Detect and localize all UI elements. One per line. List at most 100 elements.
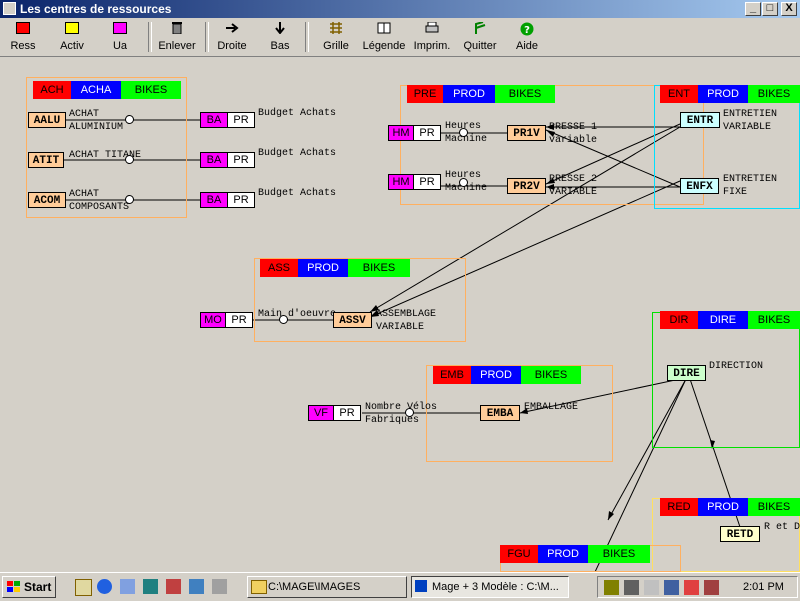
- group-header-pre[interactable]: PRE PROD BIKES: [407, 85, 555, 103]
- connector-handle[interactable]: [459, 128, 468, 137]
- app-icon: [415, 580, 427, 592]
- resource-ba[interactable]: BA PR: [200, 192, 255, 208]
- group-header-ent[interactable]: ENT PROD BIKES: [660, 85, 800, 103]
- driver-label: Budget Achats: [258, 188, 337, 199]
- book-icon: [377, 22, 391, 34]
- connector-handle[interactable]: [405, 408, 414, 417]
- network-error-icon[interactable]: [684, 580, 699, 595]
- node-label: COMPOSANTS: [69, 202, 130, 213]
- group-header-emb[interactable]: EMB PROD BIKES: [433, 366, 581, 384]
- node-acom[interactable]: ACOM: [28, 192, 66, 208]
- node-label: PRESSE 1: [549, 122, 598, 133]
- group-frame-emb: [426, 365, 613, 462]
- node-label: ASSEMBLAGE: [376, 309, 437, 320]
- node-assv[interactable]: ASSV: [333, 312, 372, 328]
- legende-button[interactable]: Légende: [360, 20, 408, 54]
- connector-handle[interactable]: [279, 315, 288, 324]
- connector-handle[interactable]: [459, 178, 468, 187]
- ress-button[interactable]: Ress: [4, 20, 42, 54]
- connector-handle[interactable]: [125, 195, 134, 204]
- start-button[interactable]: Start: [2, 576, 56, 598]
- node-label: VARIABLE: [376, 322, 425, 333]
- node-emba[interactable]: EMBA: [480, 405, 520, 421]
- toolbar-separator: [305, 22, 309, 52]
- driver-label: Nombre Vélos: [365, 402, 438, 413]
- toolbar: Ress Activ Ua Enlever Droite Bas Grille …: [0, 18, 800, 57]
- connector-handle[interactable]: [125, 155, 134, 164]
- network-icon[interactable]: [189, 579, 204, 594]
- group-frame-ach: [26, 77, 187, 218]
- node-dire[interactable]: DIRE: [667, 365, 706, 381]
- quitter-button[interactable]: Quitter: [460, 20, 500, 54]
- node-label: ENTRETIEN: [723, 174, 778, 185]
- enlever-button[interactable]: Enlever: [154, 20, 200, 54]
- node-aalu[interactable]: AALU: [28, 112, 66, 128]
- toolbar-separator: [205, 22, 209, 52]
- app-icon: [3, 2, 16, 15]
- activ-button[interactable]: Activ: [52, 20, 92, 54]
- driver-label: Budget Achats: [258, 108, 337, 119]
- aide-button[interactable]: ? Aide: [510, 20, 544, 54]
- grille-button[interactable]: Grille: [318, 20, 354, 54]
- task-explorer[interactable]: C:\MAGE\IMAGES: [247, 576, 407, 598]
- trash-icon: [172, 22, 182, 34]
- resource-vf[interactable]: VF PR: [308, 405, 361, 421]
- node-enfx[interactable]: ENFX: [680, 178, 719, 194]
- imprim-button[interactable]: Imprim.: [412, 20, 452, 54]
- terminal-icon[interactable]: [143, 579, 158, 594]
- minimize-button[interactable]: _: [745, 2, 761, 16]
- driver-label: Budget Achats: [258, 148, 337, 159]
- node-retd[interactable]: RETD: [720, 526, 760, 542]
- group-header-fgu[interactable]: FGU PROD BIKES: [500, 545, 650, 563]
- tray-icon[interactable]: [704, 580, 719, 595]
- exit-icon: [475, 22, 486, 34]
- tray-icon[interactable]: [604, 580, 619, 595]
- magenta-square-icon: [113, 22, 127, 34]
- network-tray-icon[interactable]: [664, 580, 679, 595]
- node-entr[interactable]: ENTR: [680, 112, 720, 128]
- close-button[interactable]: X: [781, 2, 797, 16]
- internet-explorer-icon[interactable]: [97, 579, 112, 594]
- windows-logo-icon: [7, 581, 20, 592]
- resource-ba[interactable]: BA PR: [200, 152, 255, 168]
- node-label: ALUMINIUM: [69, 122, 124, 133]
- node-label: EMBALLAGE: [524, 402, 579, 413]
- node-atit[interactable]: ATIT: [28, 152, 64, 168]
- ua-button[interactable]: Ua: [100, 20, 140, 54]
- group-header-dir[interactable]: DIR DIRE BIKES: [660, 311, 800, 329]
- window-title: Les centres de ressources: [20, 2, 172, 16]
- svg-text:?: ?: [524, 25, 530, 36]
- clock: 2:01 PM: [743, 581, 784, 593]
- node-label: VARIABLE: [549, 187, 598, 198]
- connector-handle[interactable]: [125, 115, 134, 124]
- driver-label: Main d'oeuvre: [258, 309, 337, 320]
- folder-icon: [251, 580, 267, 594]
- title-bar: Les centres de ressources _ □ X: [0, 0, 800, 18]
- driver-label: Machine: [445, 134, 488, 145]
- group-header-ach[interactable]: ACH ACHA BIKES: [33, 81, 181, 99]
- volume-icon[interactable]: [644, 580, 659, 595]
- outlook-icon[interactable]: [120, 579, 135, 594]
- tray-icon[interactable]: [624, 580, 639, 595]
- bas-button[interactable]: Bas: [262, 20, 298, 54]
- resource-mo[interactable]: MO PR: [200, 312, 253, 328]
- show-desktop-icon[interactable]: [75, 579, 92, 596]
- resource-hm[interactable]: HM PR: [388, 174, 441, 190]
- droite-button[interactable]: Droite: [212, 20, 252, 54]
- node-pr1v[interactable]: PR1V: [507, 125, 546, 141]
- resource-ba[interactable]: BA PR: [200, 112, 255, 128]
- group-header-ass[interactable]: ASS PROD BIKES: [260, 259, 410, 277]
- driver-label: Machine: [445, 183, 488, 194]
- arrow-down-icon: [275, 22, 285, 34]
- resource-hm[interactable]: HM PR: [388, 125, 441, 141]
- tools-icon[interactable]: [212, 579, 227, 594]
- task-mage[interactable]: Mage + 3 Modèle : C:\M...: [411, 576, 569, 598]
- red-square-icon: [16, 22, 30, 34]
- driver-label: Heures: [445, 170, 482, 181]
- paint-icon[interactable]: [166, 579, 181, 594]
- node-pr2v[interactable]: PR2V: [507, 178, 546, 194]
- group-header-red[interactable]: RED PROD BIKES: [660, 498, 800, 516]
- maximize-button[interactable]: □: [762, 2, 778, 16]
- toolbar-separator: [148, 22, 152, 52]
- arrow-right-icon: [226, 23, 239, 33]
